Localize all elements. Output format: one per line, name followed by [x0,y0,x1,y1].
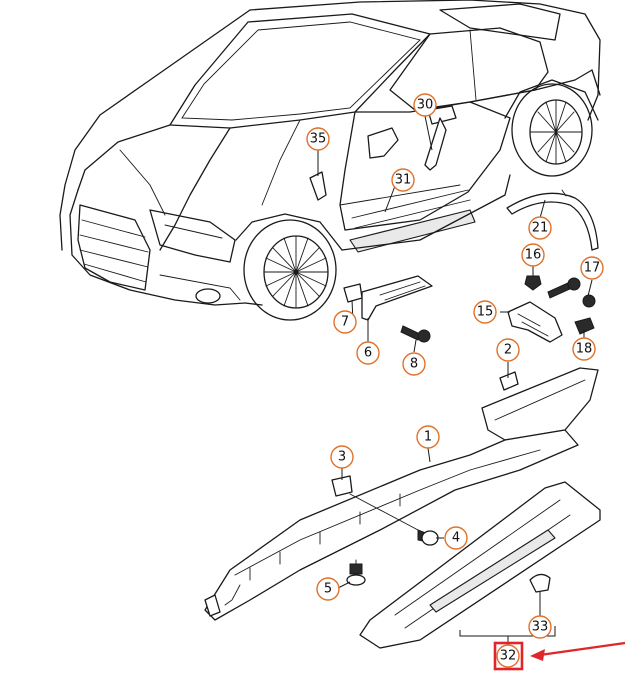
svg-text:32: 32 [500,649,517,664]
clip-33 [529,573,551,593]
clip-3 [331,475,353,497]
svg-text:35: 35 [310,132,327,147]
screw-5 [346,559,366,586]
svg-text:6: 6 [364,346,372,361]
leader-lines [317,115,593,646]
callout-31[interactable]: 31 [391,168,415,192]
callout-17[interactable]: 17 [580,256,604,280]
callout-6[interactable]: 6 [356,341,380,365]
svg-text:16: 16 [525,248,542,263]
callout-3[interactable]: 3 [330,445,354,469]
svg-text:4: 4 [452,531,460,546]
callout-4[interactable]: 4 [444,526,468,550]
bracket-6 [361,275,433,321]
callout-32-highlighted[interactable]: 32 [493,641,524,671]
callout-35[interactable]: 35 [306,127,330,151]
svg-text:17: 17 [584,261,601,276]
sill-trim-32 [359,481,601,649]
callout-5[interactable]: 5 [316,577,340,601]
svg-text:2: 2 [504,343,512,358]
highlight-arrow [530,641,626,661]
callout-18[interactable]: 18 [572,337,596,361]
callout-15[interactable]: 15 [473,300,497,324]
callout-7[interactable]: 7 [333,310,357,334]
callout-16[interactable]: 16 [521,243,545,267]
svg-text:21: 21 [532,221,549,236]
screw-17 [547,277,596,308]
callout-30[interactable]: 30 [413,93,437,117]
svg-text:1: 1 [424,430,432,445]
sill-rear-section [481,367,599,441]
svg-text:31: 31 [395,173,412,188]
svg-text:33: 33 [532,620,549,635]
svg-text:5: 5 [324,582,332,597]
callout-8[interactable]: 8 [402,352,426,376]
bracket-15 [507,301,563,343]
callouts: 30 35 31 21 16 17 7 6 8 15 18 2 1 3 4 5 … [306,93,604,671]
svg-text:30: 30 [417,98,434,113]
screw-8 [400,325,431,343]
svg-text:15: 15 [477,305,494,320]
car-illustration [59,0,601,321]
nut-16 [524,275,542,291]
callout-21[interactable]: 21 [528,216,552,240]
clip-7 [343,283,363,303]
callout-33[interactable]: 33 [528,615,552,639]
svg-text:18: 18 [576,342,593,357]
callout-1[interactable]: 1 [416,425,440,449]
clip-18 [574,317,595,335]
svg-text:8: 8 [410,357,418,372]
sill-panel-1 [204,429,579,621]
svg-text:3: 3 [338,450,346,465]
wheel-arch-trim [506,189,599,251]
callout-2[interactable]: 2 [496,338,520,362]
highlight-box [493,641,524,671]
svg-text:7: 7 [341,315,349,330]
